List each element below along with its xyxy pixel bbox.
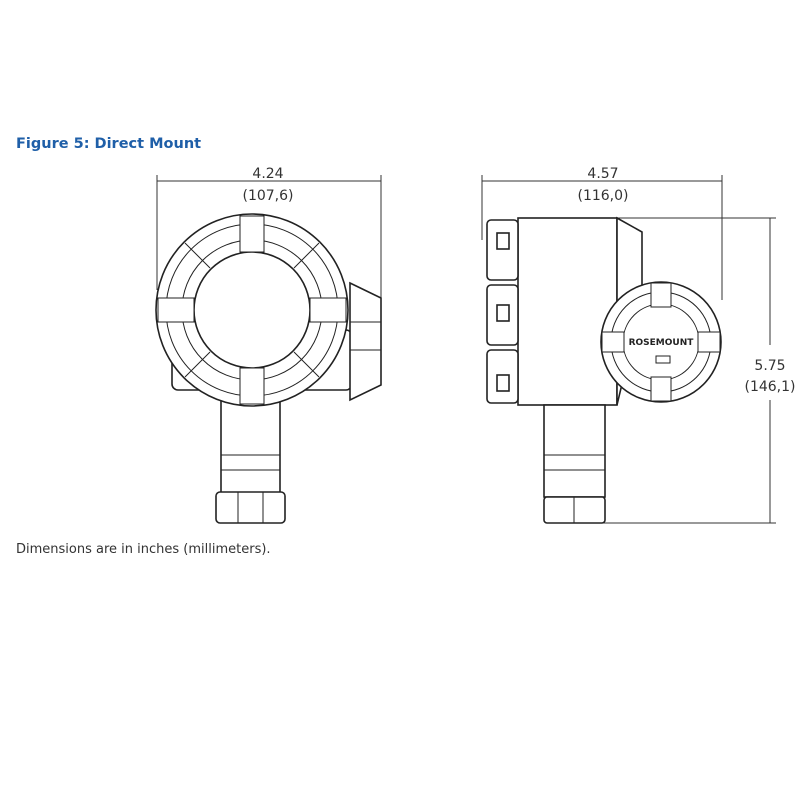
side-width-in: 4.57 xyxy=(587,166,618,182)
side-view: 4.57 (116,0) 5.75 (146,1) R xyxy=(481,166,796,524)
dimensions-note: Dimensions are in inches (millimeters). xyxy=(16,542,271,557)
side-height-mm: (146,1) xyxy=(744,379,795,395)
hex-nut xyxy=(215,491,286,524)
conduit-entry xyxy=(349,281,382,402)
front-view: 4.24 (107,6) xyxy=(155,166,382,524)
front-width-in: 4.24 xyxy=(252,166,283,182)
rosemount-logo: ROSEMOUNT xyxy=(629,338,695,348)
side-height-in: 5.75 xyxy=(754,358,785,374)
back-cover xyxy=(486,219,519,404)
cover-window xyxy=(193,251,311,369)
side-width-mm: (116,0) xyxy=(577,188,628,204)
cover-grips xyxy=(601,282,721,402)
process-stem xyxy=(220,399,281,496)
figure-title: Figure 5: Direct Mount xyxy=(16,136,202,152)
cover-slot xyxy=(655,355,671,364)
front-width-mm: (107,6) xyxy=(242,188,293,204)
process-stem xyxy=(543,404,606,498)
cover-grips xyxy=(157,215,347,405)
terminal-cover xyxy=(600,281,722,403)
housing-body xyxy=(517,217,618,406)
